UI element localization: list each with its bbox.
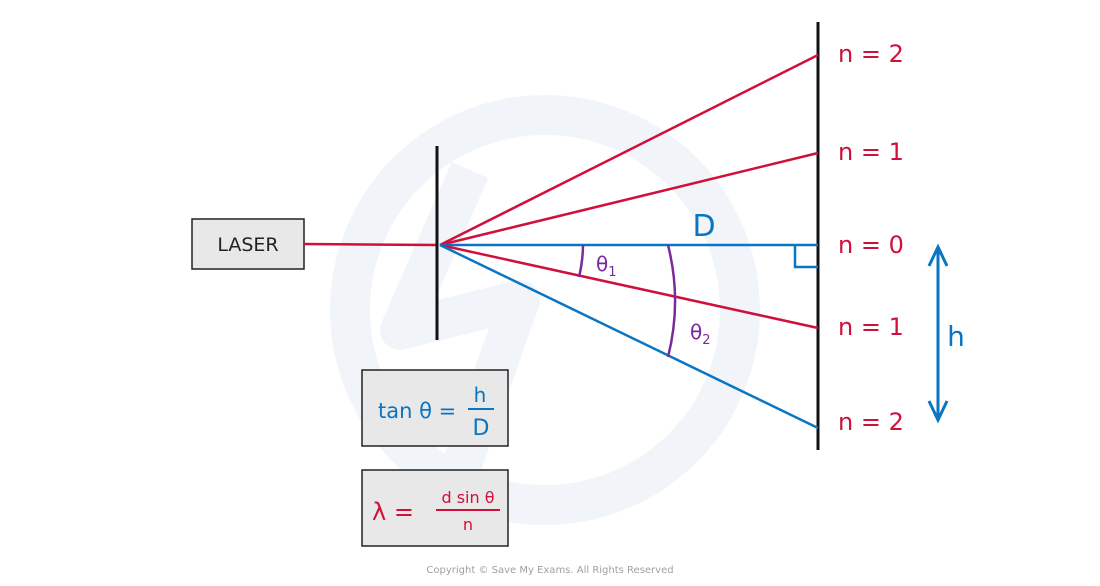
formula-lambda-numerator: d sin θ bbox=[441, 488, 494, 507]
order-label-lower-n2: n = 2 bbox=[838, 408, 904, 436]
order-label-lower-n1: n = 1 bbox=[838, 313, 904, 341]
distance-label: D bbox=[692, 209, 715, 244]
angle-arc-theta1 bbox=[577, 244, 585, 278]
right-angle-marker bbox=[793, 245, 818, 269]
formula-tan-denominator: D bbox=[473, 416, 490, 441]
incident-beam bbox=[303, 242, 439, 247]
formula-tan-numerator: h bbox=[474, 383, 487, 407]
ray-lower-n1 bbox=[439, 243, 819, 330]
copyright-text: Copyright © Save My Exams. All Rights Re… bbox=[426, 565, 673, 576]
height-label: h bbox=[947, 320, 965, 353]
arrow-down-icon bbox=[927, 400, 949, 424]
angle-arc-theta2 bbox=[666, 244, 677, 358]
theta2-label: θ2 bbox=[690, 320, 711, 348]
laser-box bbox=[191, 218, 305, 270]
formula-lambda-box: λ = d sin θ n bbox=[361, 469, 509, 547]
formula-tan-lhs: tan θ = bbox=[378, 399, 456, 423]
order-label-upper-n1: n = 1 bbox=[838, 138, 904, 166]
laser-label: LASER bbox=[217, 234, 278, 256]
ray-lower-n2 bbox=[439, 243, 819, 430]
ray-upper-n1 bbox=[439, 151, 819, 247]
ray-upper-n2 bbox=[439, 53, 819, 247]
formula-lambda-lhs: λ = bbox=[372, 498, 414, 526]
arrow-up-icon bbox=[927, 243, 949, 267]
height-arrow bbox=[927, 243, 949, 424]
order-label-upper-n2: n = 2 bbox=[838, 40, 904, 68]
formula-lambda-denominator: n bbox=[463, 515, 473, 534]
formula-tan-box: tan θ = h D bbox=[361, 369, 509, 447]
theta1-label: θ1 bbox=[596, 252, 617, 280]
order-label-n0: n = 0 bbox=[838, 231, 904, 259]
laser-source: LASER bbox=[191, 218, 305, 270]
